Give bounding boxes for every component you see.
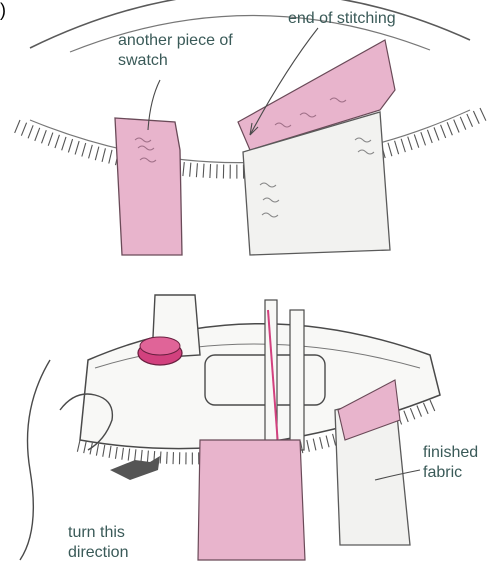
needle-tick xyxy=(102,148,105,162)
pink-knob-top xyxy=(140,337,180,355)
needle-tick xyxy=(160,451,161,463)
needle-tick xyxy=(217,164,218,178)
needle-tick xyxy=(183,162,184,176)
needle-tick xyxy=(109,446,111,458)
needle-tick xyxy=(410,408,414,419)
needle-tick xyxy=(447,122,452,135)
presser-bar xyxy=(290,310,304,450)
needle-tick xyxy=(89,145,93,158)
needle-tick xyxy=(196,163,197,177)
needle-tick xyxy=(135,449,136,461)
needle-tick xyxy=(82,143,86,156)
needle-tick xyxy=(68,139,72,152)
needle-tick xyxy=(333,434,336,446)
bottom-panel xyxy=(20,295,440,560)
needle-tick xyxy=(122,448,124,460)
needle-tick xyxy=(128,449,129,461)
label-turn-line2: direction xyxy=(68,543,128,563)
needle-tick xyxy=(55,135,59,148)
needle-tick xyxy=(404,411,408,422)
needle-tick xyxy=(167,452,168,464)
needle-tick xyxy=(417,406,422,417)
needle-tick xyxy=(423,403,428,414)
needle-tick xyxy=(307,440,310,452)
top-panel xyxy=(15,0,486,255)
needle-tick xyxy=(96,444,98,456)
needle-tick xyxy=(35,128,40,141)
needle-tick xyxy=(401,139,405,152)
needle-tick xyxy=(190,163,191,177)
needle-tick xyxy=(75,141,79,154)
needle-tick xyxy=(95,147,99,161)
needle-tick xyxy=(84,441,86,453)
label-finished-fabric: finished fabric xyxy=(423,443,478,483)
needle-tick xyxy=(28,125,33,138)
needle-tick xyxy=(320,437,323,449)
needle-tick xyxy=(42,130,47,143)
label-another-piece-line2: swatch xyxy=(118,51,233,71)
needle-bar xyxy=(265,300,277,460)
needle-tick xyxy=(141,450,142,462)
needle-tick xyxy=(48,133,53,146)
needle-tick xyxy=(395,141,399,154)
label-finished-line2: fabric xyxy=(423,463,478,483)
corner-mark: ) xyxy=(0,0,6,20)
label-another-piece-line1: another piece of xyxy=(118,31,233,51)
label-turn-this-direction: turn this direction xyxy=(68,523,128,563)
left-swatch-piece xyxy=(115,118,182,255)
needle-tick xyxy=(203,164,204,178)
fabric-pink-lower xyxy=(198,440,305,560)
needle-tick xyxy=(434,127,439,140)
needle-tick xyxy=(115,447,117,459)
needle-tick xyxy=(460,117,466,130)
label-turn-line1: turn this xyxy=(68,523,128,543)
needle-tick xyxy=(21,123,26,136)
needle-tick xyxy=(441,125,446,138)
needle-tick xyxy=(408,137,412,150)
needle-tick xyxy=(467,114,473,127)
needle-tick xyxy=(473,111,479,124)
needle-tick xyxy=(326,436,329,448)
needle-tick xyxy=(210,164,211,178)
needle-tick xyxy=(421,132,426,145)
needle-tick xyxy=(414,134,419,147)
needle-tick xyxy=(427,130,432,143)
label-finished-line1: finished xyxy=(423,443,478,463)
needle-tick xyxy=(313,439,316,451)
needle-tick xyxy=(62,137,66,150)
label-another-piece-of-swatch: another piece of swatch xyxy=(118,31,233,71)
needle-tick xyxy=(77,440,80,452)
needle-tick xyxy=(103,445,105,457)
needle-tick xyxy=(480,108,486,121)
needle-tick xyxy=(430,400,435,411)
label-end-of-stitching: end of stitching xyxy=(288,9,396,29)
needle-tick xyxy=(454,120,459,133)
needle-tick xyxy=(388,143,392,156)
needle-tick xyxy=(15,120,20,133)
needle-tick xyxy=(147,451,148,463)
needle-tick xyxy=(109,150,112,164)
